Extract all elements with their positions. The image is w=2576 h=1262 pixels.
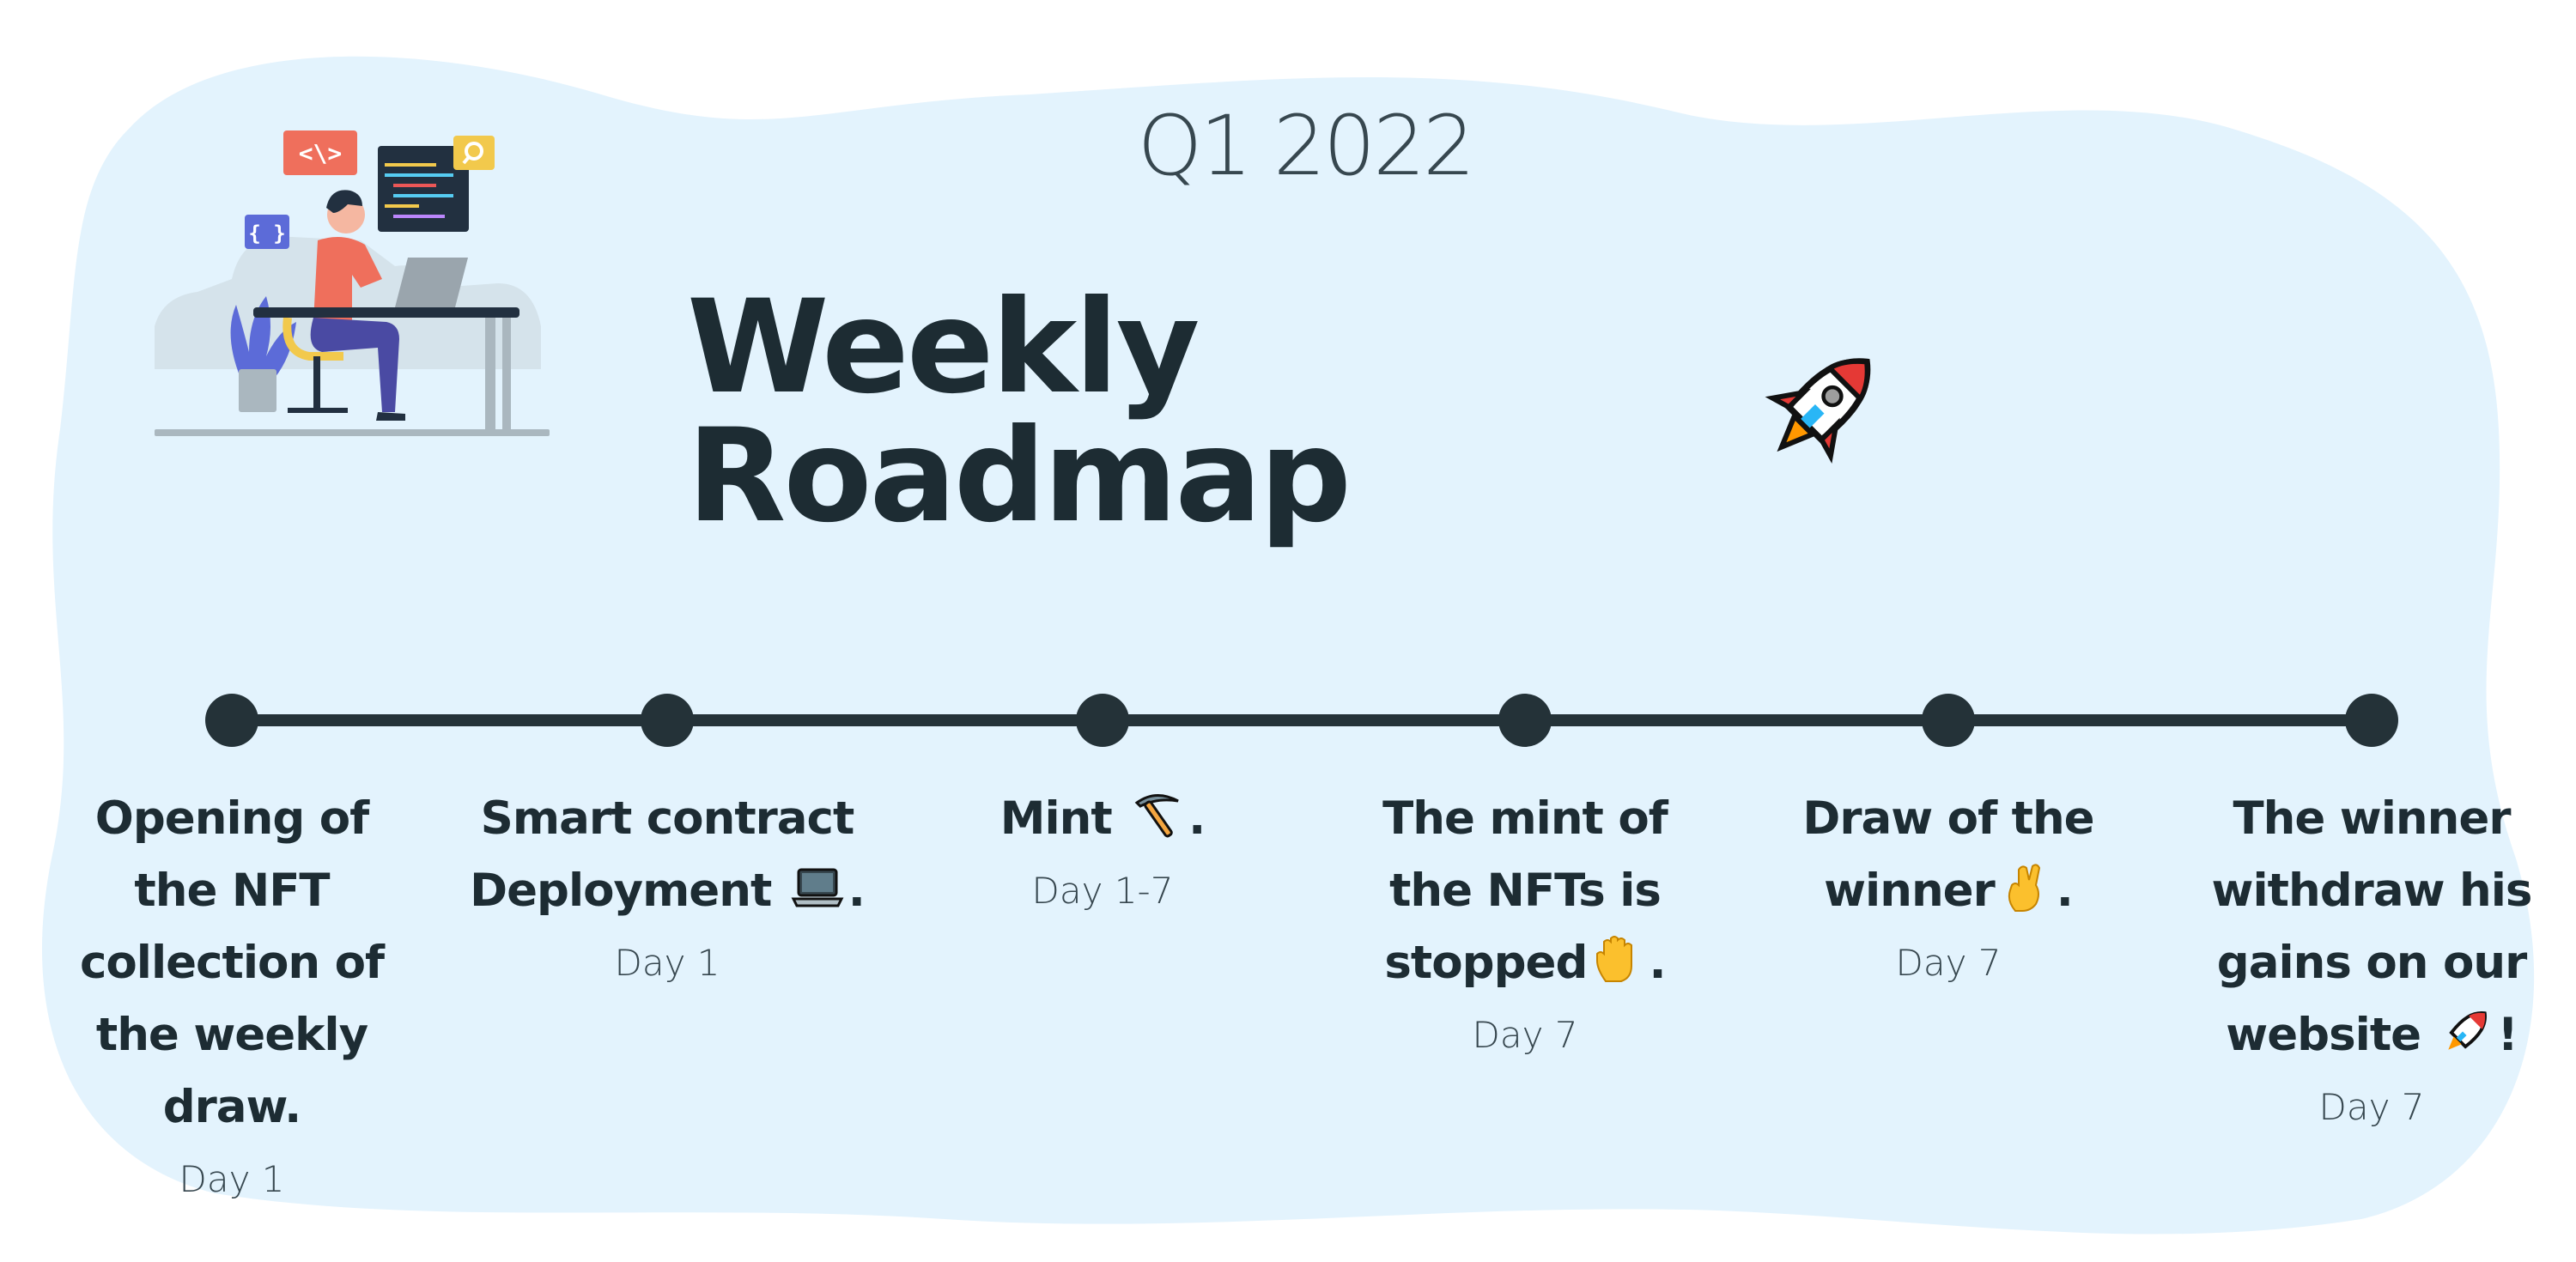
- crossed-fingers-icon: [2008, 864, 2040, 912]
- svg-text:{ }: { }: [248, 221, 285, 246]
- milestone-title: Mint .: [939, 783, 1266, 855]
- raised-hand-icon: [1596, 936, 1633, 982]
- timeline-dot: [1498, 694, 1552, 747]
- milestone: Draw of the winner . Day 7: [1785, 783, 2111, 989]
- milestone: The winner withdraw his gains on our web…: [2191, 783, 2552, 1133]
- laptop-icon: [791, 868, 844, 907]
- title-row: Weekly Roadmap: [687, 283, 1889, 541]
- milestone-day: Day 1-7: [1031, 870, 1174, 912]
- milestone: Opening of the NFT collection of the wee…: [69, 783, 395, 1205]
- timeline-dot: [2345, 694, 2398, 747]
- timeline-dot: [641, 694, 694, 747]
- milestone-title: Draw of the winner .: [1802, 792, 2094, 917]
- milestone-day: Day 7: [1895, 942, 2002, 984]
- page-title: Weekly Roadmap: [687, 273, 1352, 551]
- milestone: Mint . Day 1-7: [939, 783, 1266, 917]
- rocket-icon: [2447, 1011, 2487, 1050]
- developer-illustration: <\> { }: [155, 130, 550, 436]
- milestone-title: Smart contract Deployment .: [470, 792, 866, 917]
- pick-icon: [1134, 794, 1179, 838]
- milestone-day: Day 1: [179, 1158, 285, 1200]
- quarter-subtitle: Q1 2022: [1137, 98, 1475, 194]
- milestone: Smart contract Deployment . Day 1: [461, 783, 873, 989]
- milestone-title: The mint of the NFTs is stopped .: [1382, 792, 1668, 989]
- milestone-title: The winner withdraw his gains on our web…: [2211, 792, 2533, 1061]
- timeline-dot: [1922, 694, 1975, 747]
- milestone-day: Day 1: [614, 942, 720, 984]
- milestone: The mint of the NFTs is stopped . Day 7: [1362, 783, 1688, 1061]
- timeline-dot: [1076, 694, 1129, 747]
- milestone-day: Day 7: [2318, 1086, 2425, 1128]
- timeline-line: [232, 714, 2370, 726]
- milestone-title: Opening of the NFT collection of the wee…: [79, 792, 385, 1133]
- timeline-dot: [205, 694, 258, 747]
- rocket-icon: [1765, 358, 1871, 464]
- svg-text:<\>: <\>: [299, 139, 343, 167]
- milestone-day: Day 7: [1472, 1014, 1578, 1056]
